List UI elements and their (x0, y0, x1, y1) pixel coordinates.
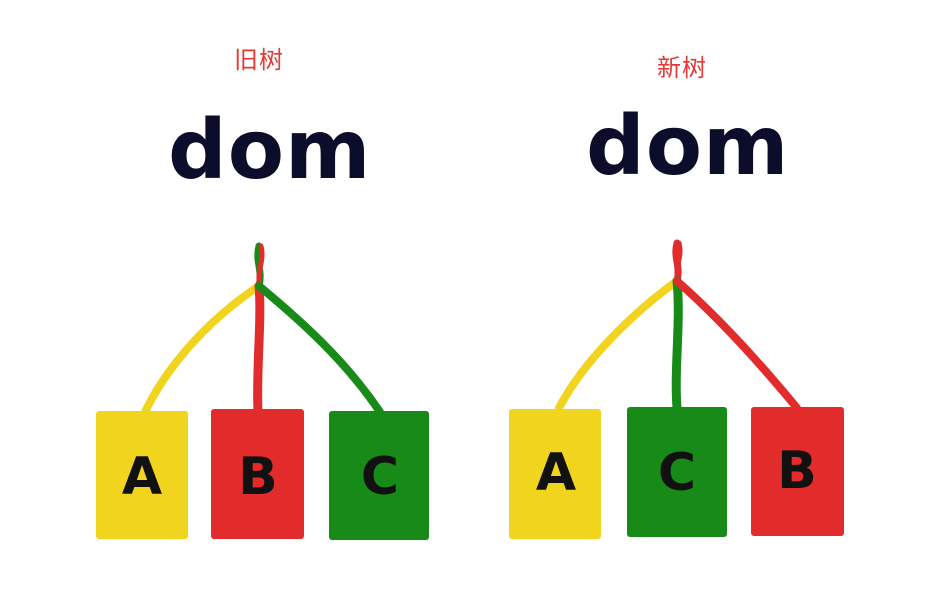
new-tree-links (555, 276, 801, 413)
old-tree-node-box-1 (211, 409, 304, 539)
new-tree-root-label: dom (586, 99, 790, 194)
new-tree-panel: 新树 dom A C B (469, 0, 938, 594)
new-tree-node-letter-2: B (777, 441, 817, 501)
old-tree-panel: 旧树 dom A B C (96, 46, 429, 540)
new-tree-title: 新树 (657, 54, 707, 82)
old-tree-root-knot (254, 242, 265, 290)
new-tree-node-0: A (509, 409, 601, 539)
old-tree-link-1 (141, 282, 263, 416)
new-tree-knot-stem-overlay (674, 240, 683, 284)
old-tree-diagram: A B C (96, 242, 429, 540)
new-tree-node-letter-0: A (536, 443, 576, 503)
old-tree-node-1: B (211, 409, 304, 539)
old-tree-knot-stem-overlay (256, 243, 265, 289)
new-tree-node-2: B (751, 407, 844, 536)
new-tree-node-box-1 (627, 407, 727, 537)
old-tree-node-0: A (96, 411, 188, 539)
old-tree-link-2 (253, 281, 265, 417)
old-tree-node-letter-1: B (238, 447, 278, 507)
old-tree-node-letter-2: C (361, 447, 399, 507)
new-tree-node-letter-1: C (658, 443, 696, 503)
new-tree-link-2 (671, 276, 683, 413)
new-tree-link-3 (673, 277, 801, 412)
new-tree-link-1 (555, 277, 681, 412)
old-tree-title: 旧树 (234, 46, 284, 74)
old-tree-root-label: dom (168, 103, 372, 198)
old-tree-node-box-0 (96, 411, 188, 539)
old-tree-links (141, 281, 384, 417)
old-tree-node-2: C (329, 411, 429, 540)
new-tree-node-1: C (627, 407, 727, 537)
old-tree-node-letter-0: A (122, 447, 162, 507)
old-tree-node-box-2 (329, 411, 429, 540)
old-tree-link-3 (255, 282, 384, 416)
new-tree-node-box-2 (751, 407, 844, 536)
new-tree-node-box-0 (509, 409, 601, 539)
new-tree-root-knot (672, 239, 683, 285)
new-tree-diagram: A C B (509, 239, 844, 539)
